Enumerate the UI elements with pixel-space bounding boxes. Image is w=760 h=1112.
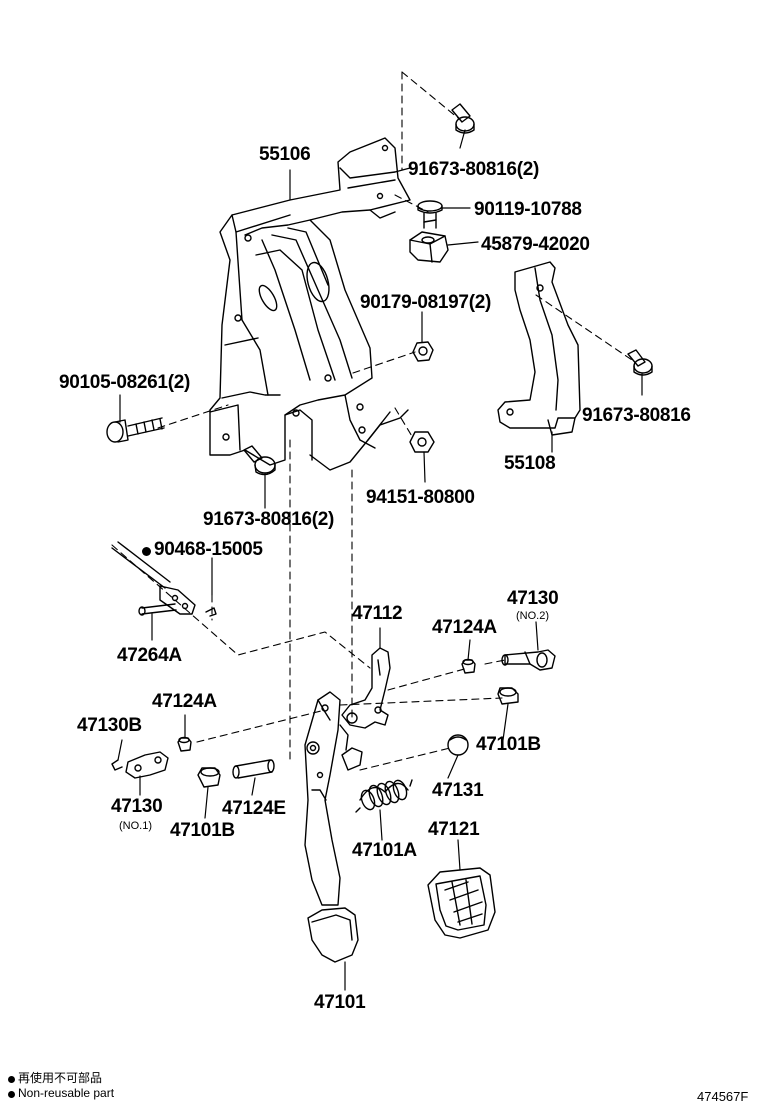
leader-lines — [117, 129, 643, 991]
bushing-47101b-left — [197, 767, 221, 788]
label-91673-80816-right: 91673-80816 — [582, 405, 691, 426]
figure-id: 474567F — [697, 1089, 749, 1104]
label-90105-08261-2: 90105-08261(2) — [59, 372, 191, 393]
bolt-91673-right — [627, 349, 653, 376]
label-no1: (NO.1) — [119, 820, 152, 832]
nut-45879 — [409, 231, 449, 263]
label-91673-80816-2-top: 91673-80816(2) — [408, 159, 540, 180]
legend-dot-icon — [8, 1076, 15, 1083]
bolt-90105 — [106, 417, 165, 443]
label-91673-80816-2-bottom: 91673-80816(2) — [203, 509, 335, 530]
bracket-47112 — [341, 647, 391, 729]
pedal-lever-47101 — [304, 691, 363, 963]
label-no2: (NO.2) — [516, 610, 549, 622]
spring-47101a — [355, 779, 413, 813]
label-90179-08197-2: 90179-08197(2) — [360, 292, 492, 313]
pedal-bracket-55106 — [209, 137, 411, 471]
legend-line-2: Non-reusable part — [8, 1086, 114, 1100]
label-90468-15005: 90468-15005 — [142, 539, 263, 561]
label-47130B: 47130B — [77, 715, 142, 736]
bushing-47124a-left — [177, 736, 192, 752]
clip-47130b — [111, 759, 123, 771]
label-47112: 47112 — [352, 603, 403, 624]
label-90119-10788: 90119-10788 — [474, 199, 582, 220]
label-47124A-left: 47124A — [152, 691, 217, 712]
label-47131: 47131 — [432, 780, 484, 801]
legend-line-1: 再使用不可部品 — [8, 1069, 102, 1086]
label-47101: 47101 — [314, 992, 366, 1013]
bolt-91673-top — [451, 103, 475, 134]
nut-94151 — [409, 431, 435, 453]
link-47130-no1 — [125, 751, 169, 779]
bushing-47124a-right — [461, 658, 476, 674]
rod-clip-assembly — [111, 541, 217, 617]
label-47124A-right: 47124A — [432, 617, 497, 638]
link-47130-no2 — [501, 649, 556, 671]
label-47264A: 47264A — [117, 645, 182, 666]
label-45879-42020: 45879-42020 — [481, 234, 590, 255]
label-55108: 55108 — [504, 453, 556, 474]
label-47121: 47121 — [428, 819, 480, 840]
legend-jp-text: 再使用不可部品 — [18, 1071, 103, 1085]
bracket-55108 — [497, 261, 581, 436]
label-47101B-right: 47101B — [476, 734, 541, 755]
nut-90179 — [412, 341, 434, 362]
label-94151-80800: 94151-80800 — [366, 487, 475, 508]
bolt-91673-lower — [243, 445, 276, 476]
legend-en-text: Non-reusable part — [18, 1086, 115, 1100]
pin-47124e — [232, 759, 275, 779]
bolt-90119 — [417, 200, 443, 229]
label-90468-15005-text: 90468-15005 — [154, 539, 263, 560]
label-47101A: 47101A — [352, 840, 417, 861]
label-47130-no2: 47130 — [507, 588, 559, 609]
non-reusable-dot-icon — [142, 547, 151, 556]
bushing-47101b-right — [497, 687, 519, 705]
stopper-47131 — [447, 734, 469, 756]
legend-dot-icon — [8, 1091, 15, 1098]
label-47130-no1: 47130 — [111, 796, 163, 817]
label-47101B-left: 47101B — [170, 820, 235, 841]
label-47124E: 47124E — [222, 798, 286, 819]
label-55106: 55106 — [259, 144, 311, 165]
pedal-pad-47121 — [427, 867, 496, 939]
